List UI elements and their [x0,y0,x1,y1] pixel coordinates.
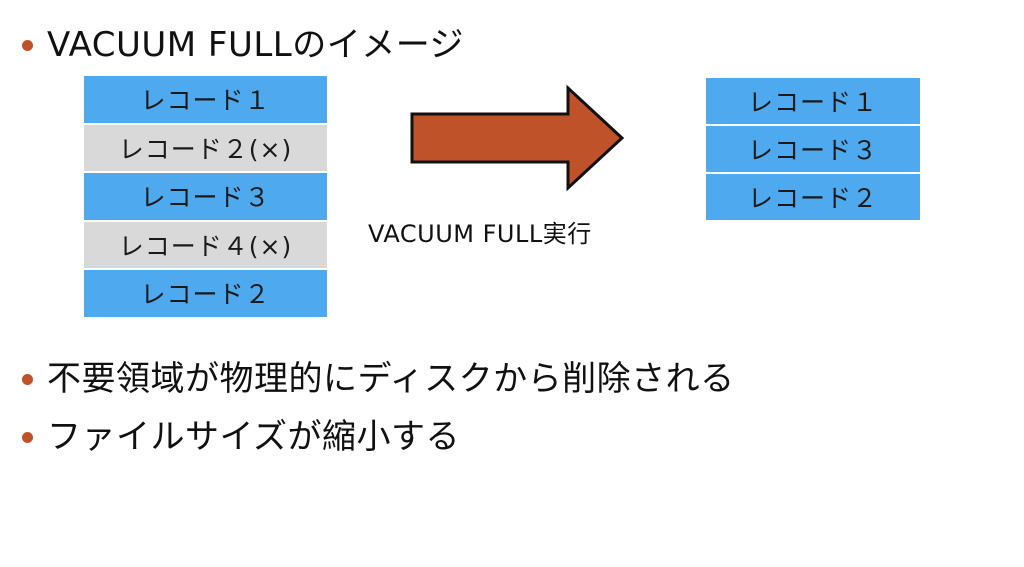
slide-title: VACUUM FULLのイメージ [47,25,465,65]
before-record-list: レコード１ レコード２(×) レコード３ レコード４(×) レコード２ [84,76,327,319]
bullet-point-1: 不要領域が物理的にディスクから削除される [22,362,735,396]
after-record-1: レコード１ [706,78,920,126]
bullet-title: VACUUM FULLのイメージ [22,28,464,62]
bullet-dot-icon [22,431,33,443]
before-record-1: レコード１ [84,76,327,125]
after-record-2: レコード３ [706,126,920,174]
bullet-text-1: 不要領域が物理的にディスクから削除される [47,359,735,399]
bullet-point-2: ファイルサイズが縮小する [22,420,460,454]
before-record-3: レコード３ [84,173,327,222]
after-record-list: レコード１ レコード３ レコード２ [706,78,920,222]
arrow-caption: VACUUM FULL実行 [368,220,592,248]
after-record-3: レコード２ [706,174,920,222]
right-arrow-icon [410,84,625,192]
bullet-dot-icon [22,39,33,51]
bullet-dot-icon [22,373,33,385]
before-record-2-deleted: レコード２(×) [84,124,327,173]
bullet-text-2: ファイルサイズが縮小する [47,417,460,457]
before-record-5: レコード２ [84,270,327,319]
before-record-4-deleted: レコード４(×) [84,221,327,270]
